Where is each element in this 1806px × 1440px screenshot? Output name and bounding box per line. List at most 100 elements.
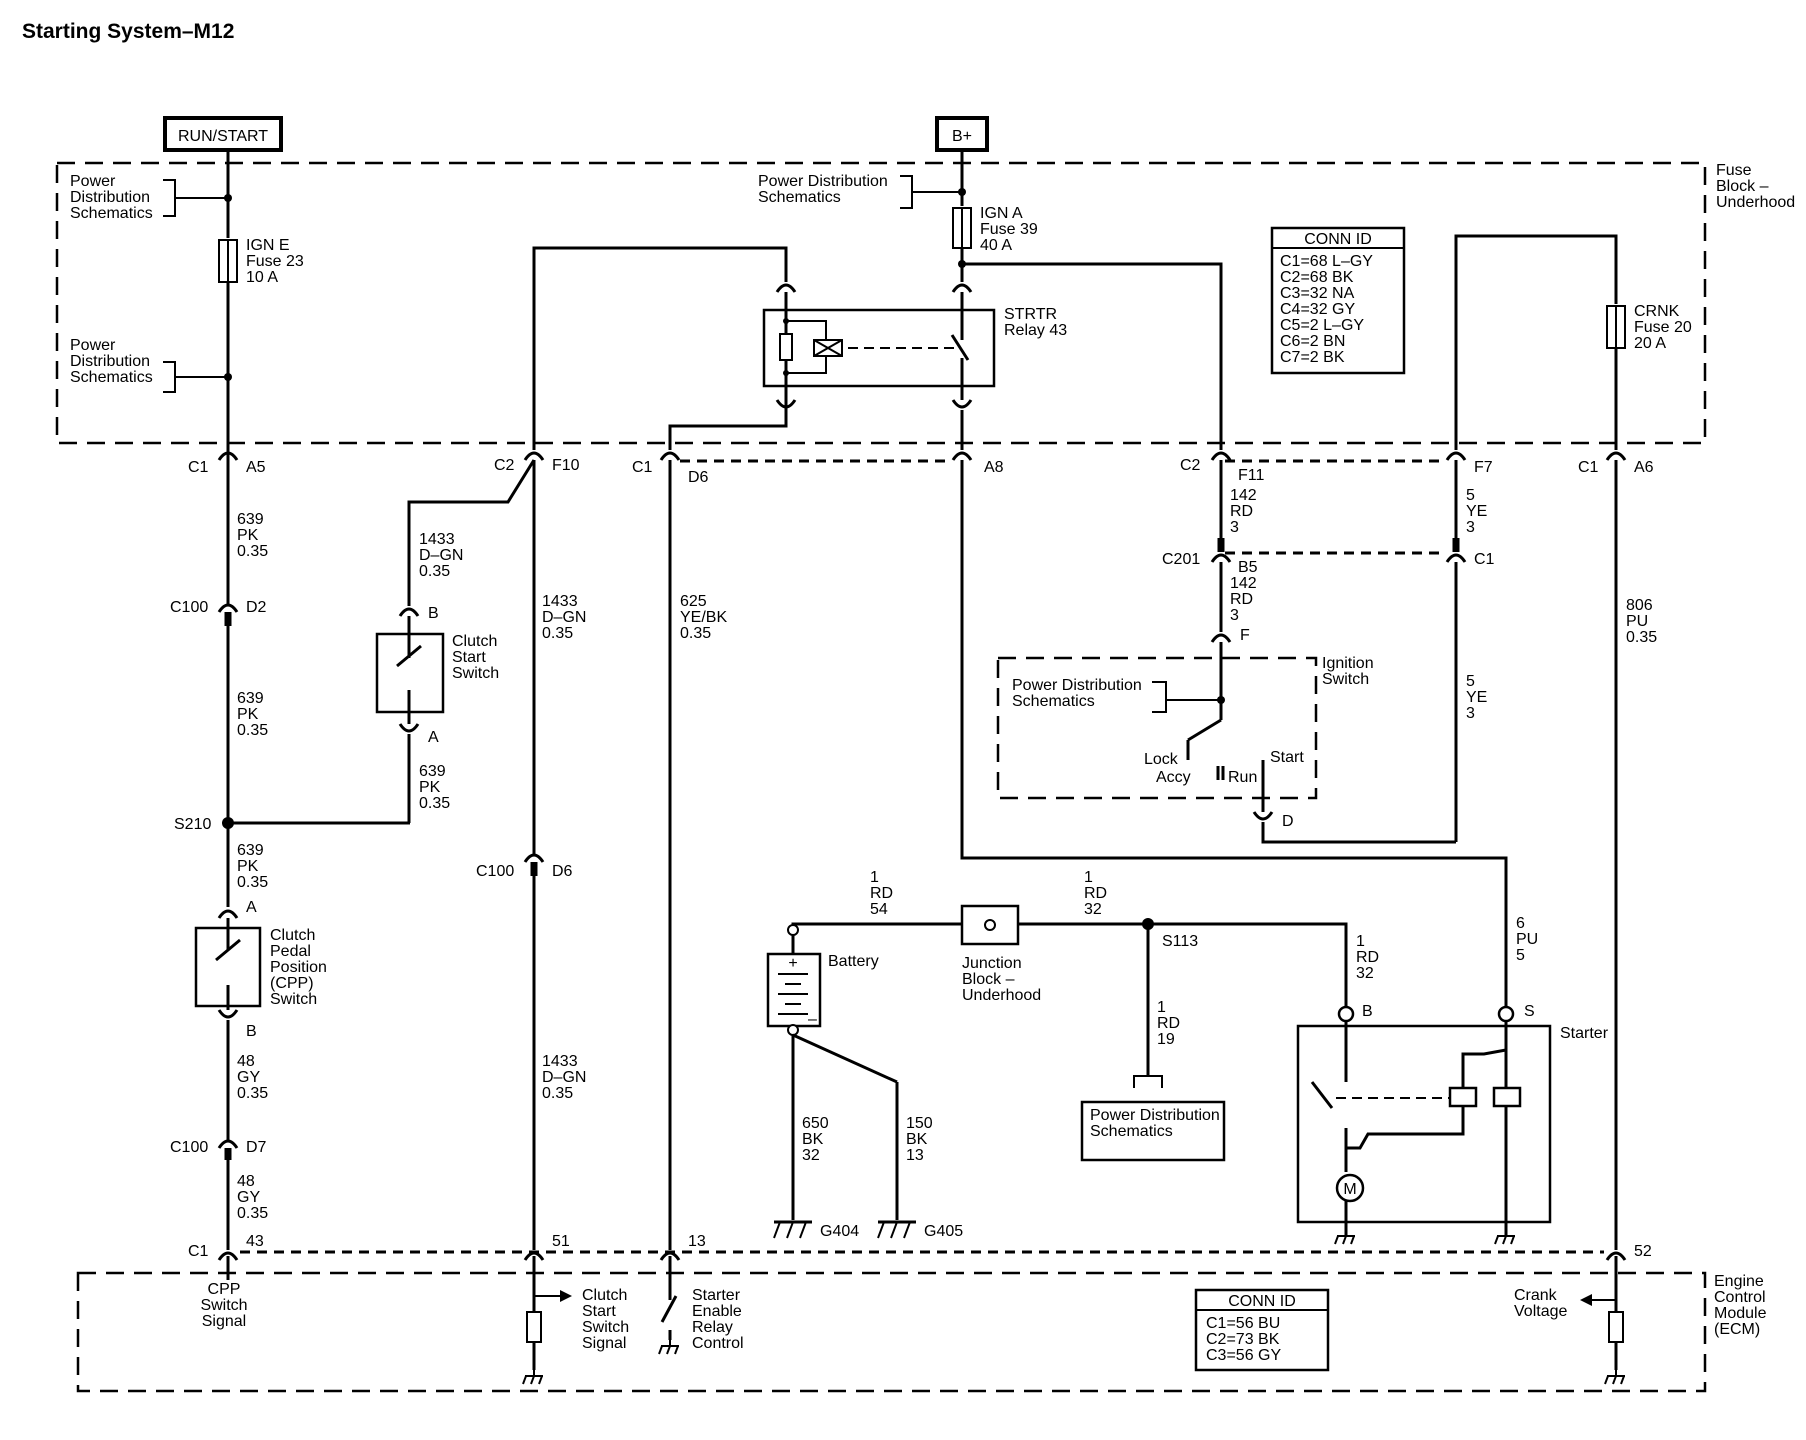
svg-text:CONN ID: CONN ID xyxy=(1228,1293,1296,1310)
svg-text:–: – xyxy=(808,1011,817,1028)
connector-c1-a5: C1 A5 xyxy=(188,451,266,476)
svg-text:Power Distribution: Power Distribution xyxy=(1090,1107,1220,1124)
svg-text:C201: C201 xyxy=(1162,551,1200,568)
svg-text:Junction: Junction xyxy=(962,955,1022,972)
svg-text:Control: Control xyxy=(1714,1289,1766,1306)
svg-text:F10: F10 xyxy=(552,457,580,474)
svg-text:Ignition: Ignition xyxy=(1322,655,1374,672)
svg-text:B: B xyxy=(1362,1003,1373,1020)
svg-text:(CPP): (CPP) xyxy=(270,975,314,992)
svg-text:Starter: Starter xyxy=(692,1287,741,1304)
wire-1-54: 1 RD 54 xyxy=(870,869,893,918)
fuse-ign-a: IGN A Fuse 39 40 A xyxy=(952,205,1038,254)
connector-c2-f10: C2 F10 xyxy=(494,451,580,474)
pds-bracket-2: Power Distribution Schematics xyxy=(70,337,232,393)
svg-text:48: 48 xyxy=(237,1053,255,1070)
svg-text:(ECM): (ECM) xyxy=(1714,1321,1760,1338)
svg-text:150: 150 xyxy=(906,1115,933,1132)
svg-text:19: 19 xyxy=(1157,1031,1175,1048)
svg-text:C100: C100 xyxy=(170,1139,208,1156)
svg-text:C2=68 BK: C2=68 BK xyxy=(1280,269,1354,286)
svg-text:Accy: Accy xyxy=(1156,769,1191,786)
svg-text:Fuse 23: Fuse 23 xyxy=(246,253,304,270)
svg-text:C2=73 BK: C2=73 BK xyxy=(1206,1331,1280,1348)
svg-text:5: 5 xyxy=(1516,947,1525,964)
svg-text:10 A: 10 A xyxy=(246,269,278,286)
svg-text:Power Distribution: Power Distribution xyxy=(1012,677,1142,694)
svg-text:CRNK: CRNK xyxy=(1634,303,1680,320)
clutch-start-signal-label: Clutch Start Switch Signal xyxy=(582,1287,629,1352)
svg-text:Fuse 39: Fuse 39 xyxy=(980,221,1038,238)
ground-icon xyxy=(1334,1229,1356,1245)
svg-text:Switch: Switch xyxy=(200,1297,247,1314)
connector-c1-43: C1 43 xyxy=(188,1233,264,1261)
svg-text:0.35: 0.35 xyxy=(542,625,573,642)
wire-1-32a: 1 RD 32 xyxy=(1084,869,1107,918)
starter: Starter B S M xyxy=(1296,1003,1609,1236)
ecm-resistor-crank xyxy=(1608,1311,1624,1343)
svg-text:0.35: 0.35 xyxy=(419,563,450,580)
svg-text:Position: Position xyxy=(270,959,327,976)
wire-1433-3: 1433 D–GN 0.35 xyxy=(542,1053,586,1102)
wire-5-2: 5 YE 3 xyxy=(1466,673,1487,722)
svg-text:Power Distribution: Power Distribution xyxy=(758,173,888,190)
svg-text:B5: B5 xyxy=(1238,559,1258,576)
svg-text:YE: YE xyxy=(1466,503,1487,520)
svg-text:C100: C100 xyxy=(170,599,208,616)
svg-text:D–GN: D–GN xyxy=(542,1069,586,1086)
wire-639-4: 639 PK 0.35 xyxy=(419,763,450,812)
connector-13: 13 xyxy=(659,1233,706,1261)
svg-text:Relay 43: Relay 43 xyxy=(1004,322,1067,339)
wire-5-1: 5 YE 3 xyxy=(1466,487,1487,536)
svg-text:1433: 1433 xyxy=(419,531,455,548)
svg-text:0.35: 0.35 xyxy=(237,543,268,560)
crank-voltage-label: Crank Voltage xyxy=(1514,1287,1567,1320)
svg-text:Clutch: Clutch xyxy=(452,633,497,650)
svg-text:A8: A8 xyxy=(984,459,1004,476)
svg-text:Schematics: Schematics xyxy=(70,369,153,386)
svg-text:Block –: Block – xyxy=(1716,178,1769,195)
svg-text:1433: 1433 xyxy=(542,593,578,610)
svg-text:RD: RD xyxy=(1230,503,1253,520)
svg-text:C1=68 L–GY: C1=68 L–GY xyxy=(1280,253,1373,270)
svg-text:D2: D2 xyxy=(246,599,267,616)
svg-text:C1=56 BU: C1=56 BU xyxy=(1206,1315,1280,1332)
svg-text:STRTR: STRTR xyxy=(1004,306,1057,323)
svg-text:Schematics: Schematics xyxy=(1012,693,1095,710)
svg-text:C1: C1 xyxy=(1474,551,1495,568)
svg-text:Control: Control xyxy=(692,1335,744,1352)
battery: + – Battery xyxy=(766,952,879,1028)
svg-text:A6: A6 xyxy=(1634,459,1654,476)
connector-c100-d7: C100 D7 xyxy=(170,1139,267,1160)
svg-text:CPP: CPP xyxy=(208,1281,241,1298)
svg-text:32: 32 xyxy=(802,1147,820,1164)
svg-text:806: 806 xyxy=(1626,597,1653,614)
wire-1433-1: 1433 D–GN 0.35 xyxy=(419,531,463,580)
svg-text:639: 639 xyxy=(237,511,264,528)
connector-c100-d6: C100 D6 xyxy=(476,853,573,880)
connector-52: 52 xyxy=(1605,1243,1652,1261)
svg-text:3: 3 xyxy=(1466,519,1475,536)
clutch-signal-arrow xyxy=(534,1290,572,1302)
svg-text:RUN/START: RUN/START xyxy=(178,128,268,145)
svg-text:Switch: Switch xyxy=(582,1319,629,1336)
ground-g404: G404 xyxy=(773,1220,859,1240)
svg-text:S210: S210 xyxy=(174,816,211,833)
svg-text:0.35: 0.35 xyxy=(237,1205,268,1222)
run-start-source: RUN/START xyxy=(163,116,283,152)
svg-text:B: B xyxy=(428,605,439,622)
svg-text:142: 142 xyxy=(1230,575,1257,592)
svg-text:C1: C1 xyxy=(632,459,653,476)
svg-text:PK: PK xyxy=(237,527,259,544)
svg-text:RD: RD xyxy=(1084,885,1107,902)
svg-text:C2: C2 xyxy=(1180,457,1201,474)
svg-text:51: 51 xyxy=(552,1233,570,1250)
svg-text:Relay: Relay xyxy=(692,1319,733,1336)
svg-text:M: M xyxy=(1343,1181,1356,1198)
cpp-switch: A B Clutch Pedal Position (CPP) Switch xyxy=(194,899,327,1040)
ecm-boundary xyxy=(76,1271,1707,1393)
fuse-block-label: Fuse Block – Underhood xyxy=(1716,162,1795,211)
svg-text:6: 6 xyxy=(1516,915,1525,932)
svg-text:3: 3 xyxy=(1466,705,1475,722)
connector-c2-f11: C2 F11 xyxy=(1180,451,1264,484)
